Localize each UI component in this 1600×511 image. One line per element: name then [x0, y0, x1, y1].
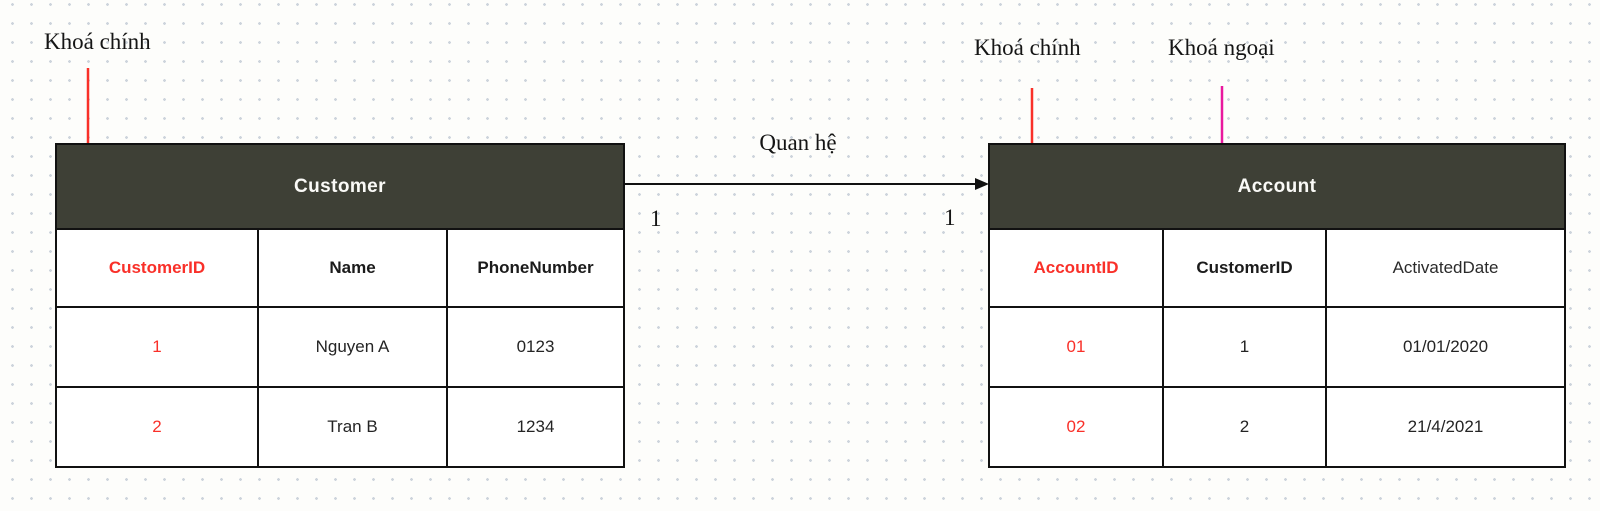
customer-col-customerid: CustomerID	[57, 228, 257, 306]
customer-table-title: Customer	[57, 145, 623, 228]
account-row1-date: 01/01/2020	[1325, 306, 1564, 386]
account-row1-id: 01	[990, 306, 1162, 386]
customer-row2-id: 2	[57, 386, 257, 466]
cardinality-left: 1	[650, 206, 662, 231]
account-table: Account AccountID CustomerID ActivatedDa…	[988, 143, 1566, 468]
account-row2-customerid: 2	[1162, 386, 1325, 466]
account-row1-customerid: 1	[1162, 306, 1325, 386]
account-table-title: Account	[990, 145, 1564, 228]
account-col-customerid: CustomerID	[1162, 228, 1325, 306]
customer-row2-name: Tran B	[257, 386, 446, 466]
customer-table: Customer CustomerID Name PhoneNumber 1 N…	[55, 143, 625, 468]
account-col-accountid: AccountID	[990, 228, 1162, 306]
customer-row2-phone: 1234	[446, 386, 623, 466]
account-row2-date: 21/4/2021	[1325, 386, 1564, 466]
primary-key-label-right: Khoá chính	[974, 35, 1081, 60]
customer-row1-name: Nguyen A	[257, 306, 446, 386]
foreign-key-label: Khoá ngoại	[1168, 35, 1275, 60]
customer-row1-phone: 0123	[446, 306, 623, 386]
account-col-activateddate: ActivatedDate	[1325, 228, 1564, 306]
relationship-label: Quan hệ	[759, 130, 837, 155]
customer-row1-id: 1	[57, 306, 257, 386]
account-row2-id: 02	[990, 386, 1162, 466]
primary-key-label-left: Khoá chính	[44, 29, 151, 54]
customer-col-name: Name	[257, 228, 446, 306]
customer-col-phonenumber: PhoneNumber	[446, 228, 623, 306]
cardinality-right: 1	[944, 205, 956, 230]
